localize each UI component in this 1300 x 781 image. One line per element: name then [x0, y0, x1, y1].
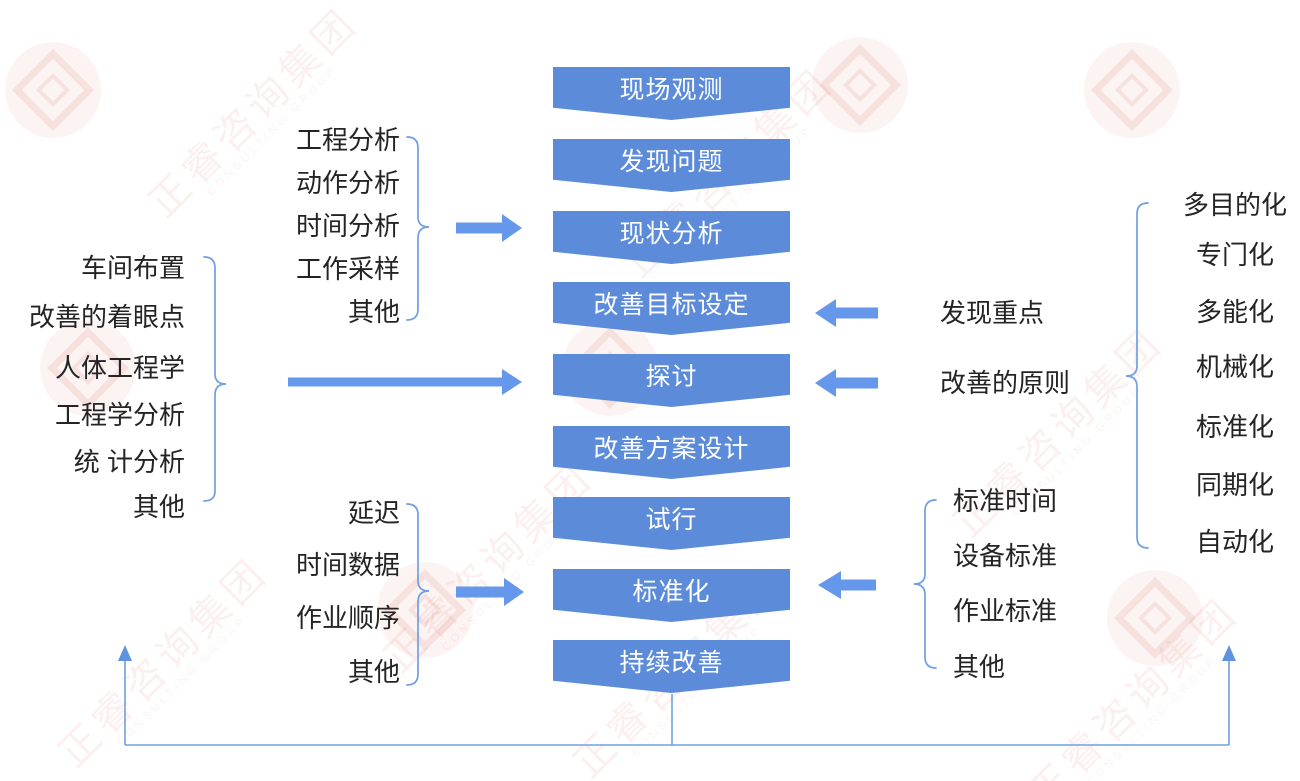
list-item-principle: 多目的化: [1182, 190, 1287, 220]
flow-step-status-analysis: 现状分析: [553, 211, 790, 264]
list-item-improvement-viewpoint: 其他: [132, 492, 185, 522]
list-item-analysis-method: 时间分析: [295, 211, 400, 241]
flow-step-standardization: 标准化: [553, 569, 790, 622]
list-item-improvement-viewpoint: 工程学分析: [54, 400, 185, 430]
list-item-improvement-viewpoint: 改善的着眼点: [28, 302, 185, 332]
label-find-key-points: 发现重点: [940, 298, 1045, 328]
block-arrow-left-from-principles: [815, 369, 878, 397]
watermark-logo-icon: [1084, 42, 1180, 138]
list-item-standardize-input: 延迟: [347, 498, 400, 528]
flow-step-continuous-improvement: 持续改善: [553, 640, 790, 693]
watermark-logo-icon: [5, 42, 101, 138]
list-item-principle: 同期化: [1195, 470, 1274, 500]
list-item-principle: 多能化: [1195, 297, 1274, 327]
list-item-standardize-input: 时间数据: [295, 550, 400, 580]
brace-standards-list: [913, 499, 937, 669]
brace-improvement-viewpoints: [203, 256, 227, 502]
brace-principles-list: [1125, 202, 1149, 549]
list-item-standardize-input: 作业顺序: [295, 603, 400, 633]
watermark-logo-icon: [40, 320, 136, 416]
flow-step-trial: 试行: [553, 497, 790, 550]
feedback-arrowhead-left-icon: [118, 645, 132, 661]
list-item-principle: 自动化: [1195, 527, 1274, 557]
block-arrow-left-from-focus: [815, 299, 878, 327]
flow-step-find-problems: 发现问题: [553, 139, 790, 192]
list-item-analysis-method: 动作分析: [295, 168, 400, 198]
block-arrow-right-to-status-analysis: [456, 214, 522, 242]
list-item-standard: 作业标准: [953, 596, 1058, 626]
list-item-analysis-method: 工作采样: [295, 254, 400, 284]
list-item-principle: 标准化: [1195, 412, 1274, 442]
block-arrow-left-from-standards: [818, 571, 876, 599]
list-item-principle: 机械化: [1195, 352, 1274, 382]
list-item-standard: 其他: [953, 652, 1006, 682]
list-item-improvement-viewpoint: 统 计分析: [73, 447, 185, 477]
list-item-standard: 标准时间: [953, 486, 1058, 516]
block-arrow-right-to-standardization: [456, 578, 524, 606]
list-item-improvement-viewpoint: 车间布置: [80, 253, 185, 283]
list-item-improvement-viewpoint: 人体工程学: [54, 353, 185, 383]
flow-step-discussion: 探讨: [553, 354, 790, 407]
feedback-loop-line: [124, 656, 1230, 746]
list-item-principle: 专门化: [1195, 240, 1274, 270]
block-arrow-right-to-discussion: [288, 369, 522, 395]
watermark-logo-icon: [1107, 570, 1203, 666]
watermark-logo-icon: [377, 562, 473, 658]
brace-standardize-inputs: [406, 503, 430, 686]
list-item-analysis-method: 工程分析: [295, 125, 400, 155]
feedback-arrowhead-right-icon: [1222, 645, 1236, 661]
watermark-logo-icon: [812, 37, 908, 133]
list-item-standardize-input: 其他: [347, 657, 400, 687]
list-item-analysis-method: 其他: [347, 297, 400, 327]
label-improvement-principles: 改善的原则: [940, 368, 1071, 398]
list-item-standard: 设备标准: [953, 541, 1058, 571]
flow-step-field-observation: 现场观测: [553, 67, 790, 120]
brace-analysis-methods: [406, 136, 430, 321]
flow-step-plan-design: 改善方案设计: [553, 426, 790, 479]
flow-step-goal-setting: 改善目标设定: [553, 282, 790, 335]
